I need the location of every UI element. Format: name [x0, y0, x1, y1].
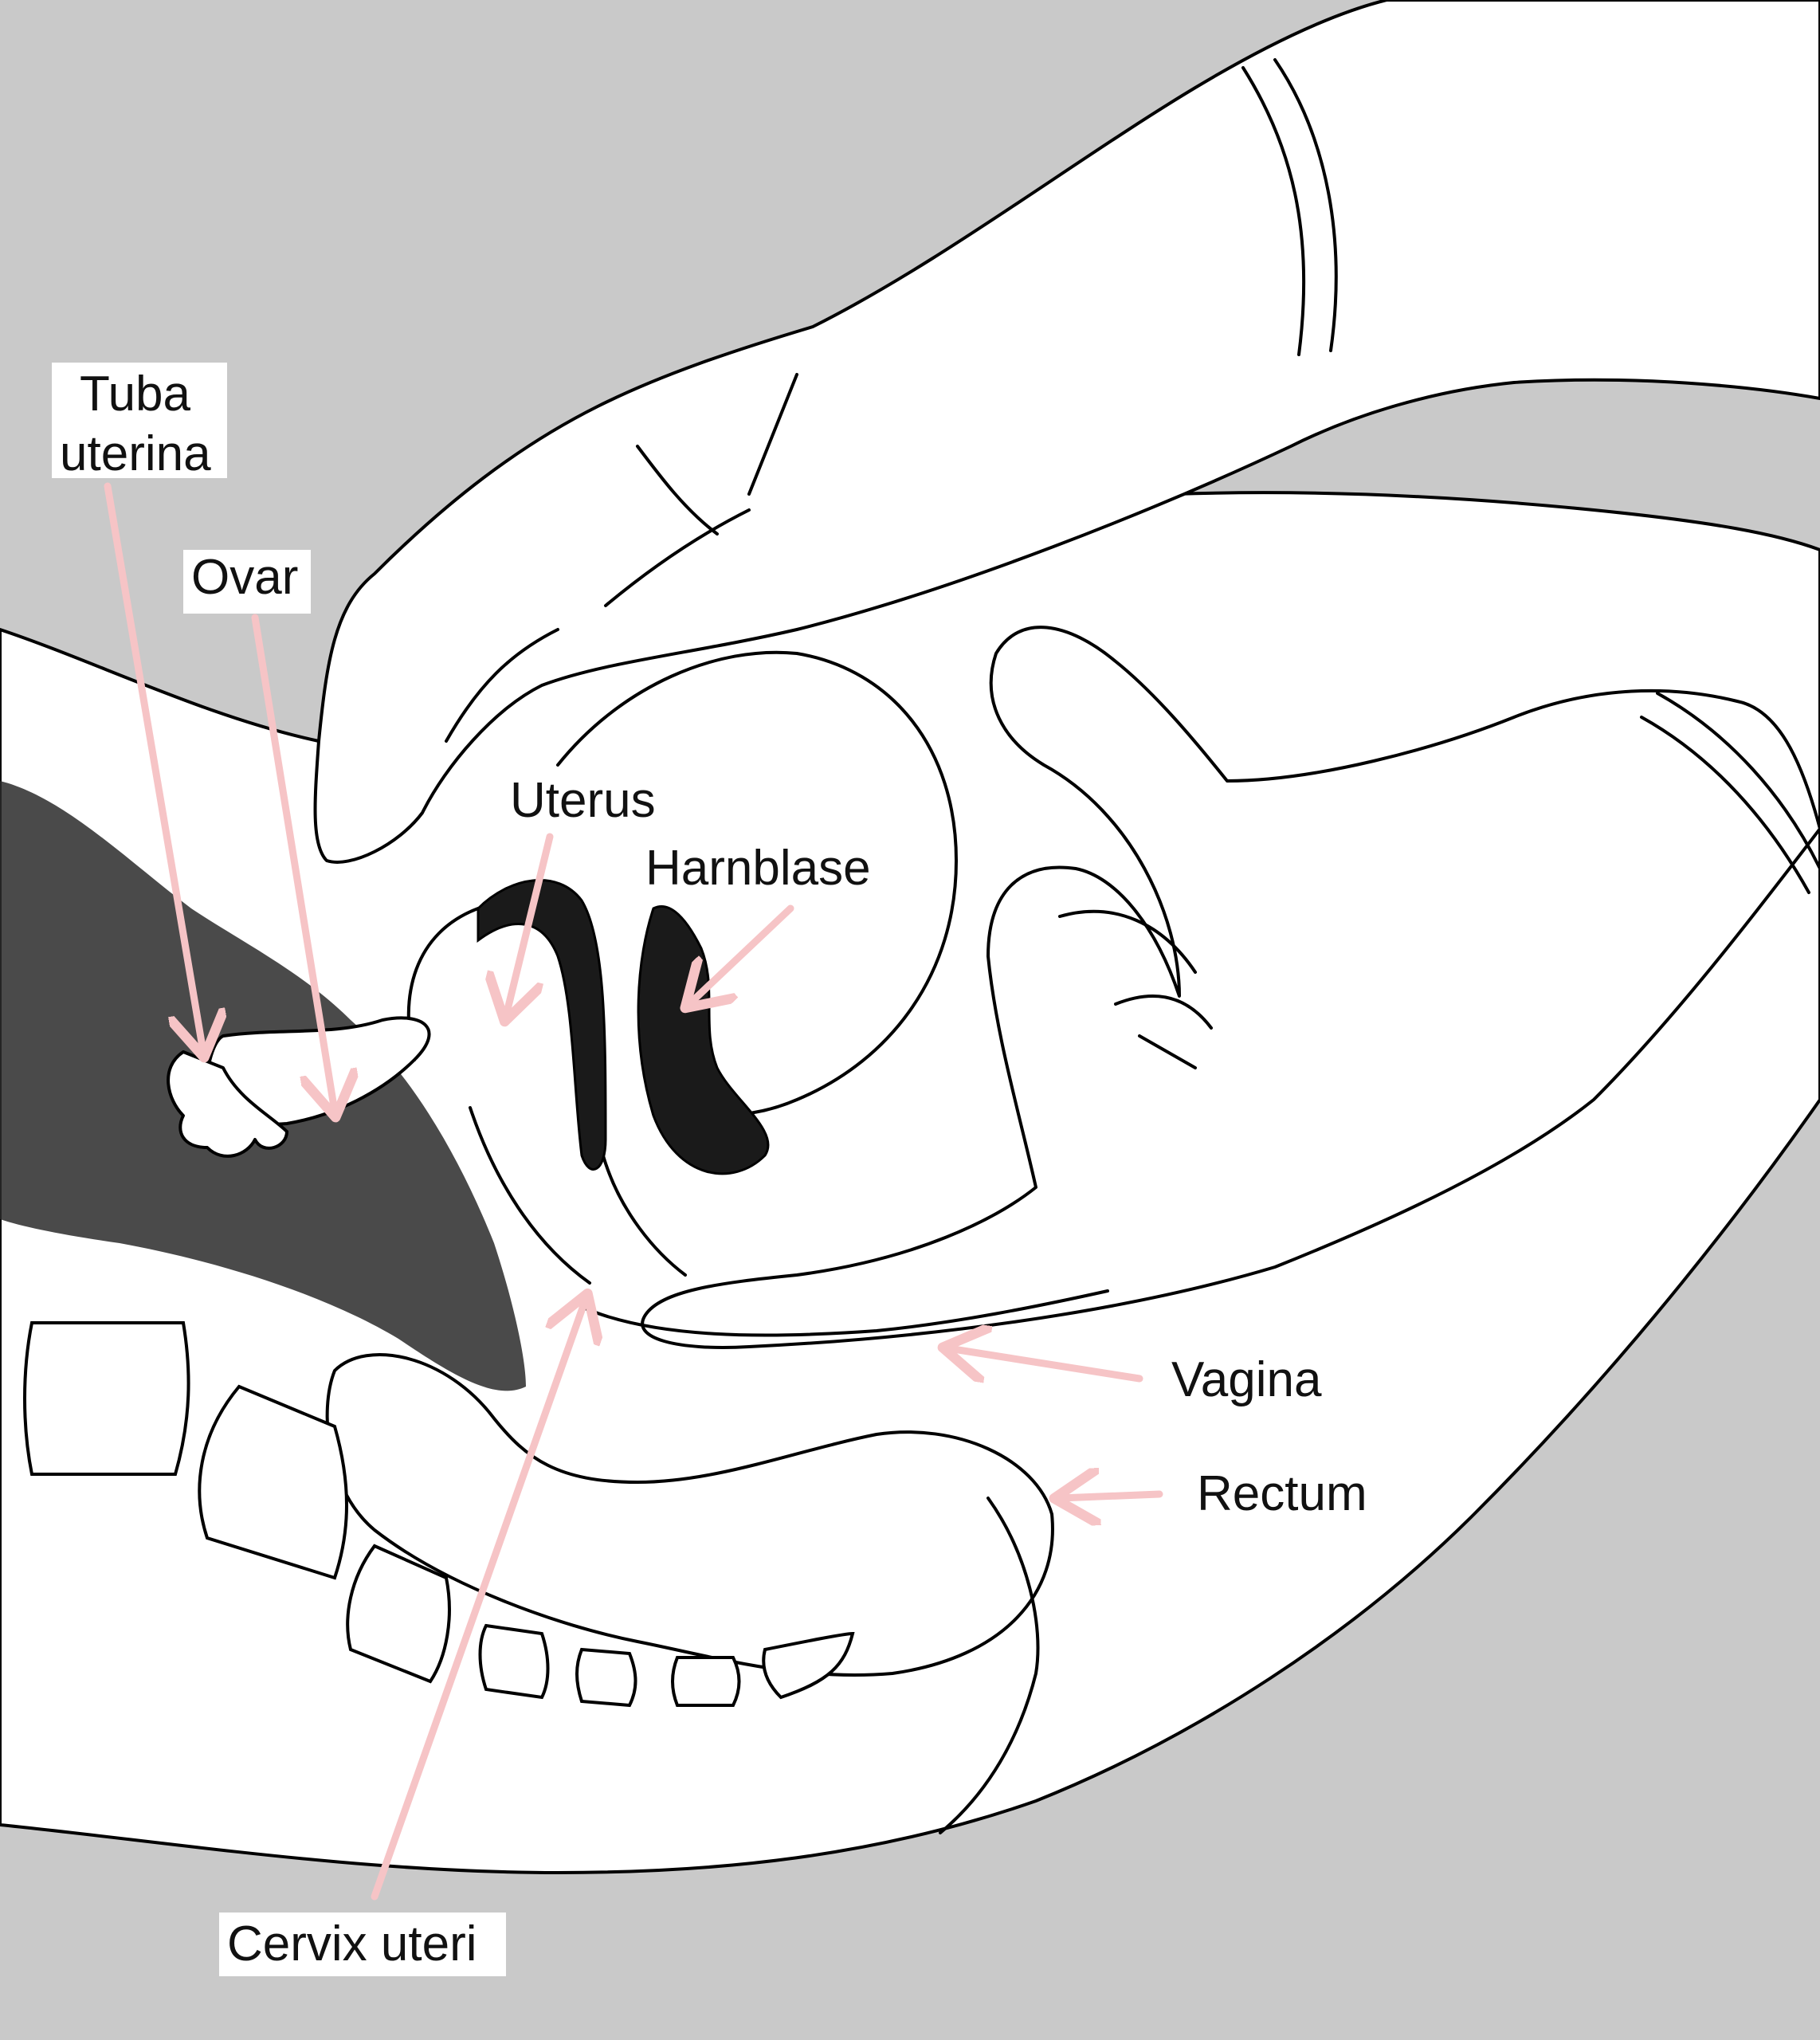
arrow-harnblase [689, 904, 794, 1004]
tube-fimbria [167, 1050, 288, 1158]
uterus-fundus-cavity [477, 879, 607, 1171]
label-cervix-uteri: Cervix uteri [227, 1916, 477, 1971]
bladder-cavity [637, 905, 770, 1175]
label-vagina: Vagina [1171, 1352, 1322, 1407]
label-tuba-line2: uterina [60, 426, 211, 481]
label-ovar: Ovar [191, 550, 298, 605]
lower-hand-finger-lines [1058, 909, 1213, 1069]
upper-hand-finger-lines [445, 373, 798, 743]
lower-glove-cuff [1640, 692, 1820, 894]
label-uterus: Uterus [510, 773, 656, 828]
label-harnblase: Harnblase [645, 841, 871, 896]
upper-hand [313, 0, 1820, 864]
label-tuba-line1: Tuba [80, 367, 191, 422]
label-rectum: Rectum [1197, 1466, 1367, 1521]
lower-hand [641, 626, 1820, 1349]
upper-glove-cuff [1241, 58, 1338, 356]
rectum [325, 1353, 1054, 1677]
annotation-arrows [104, 482, 1163, 1901]
uterine-cavity-line [469, 1106, 591, 1285]
arrow-uterus [506, 833, 554, 1016]
bladder-region [556, 650, 958, 1116]
arrow-cervix [371, 1299, 586, 1901]
arrow-tuba [104, 482, 203, 1052]
vagina-channel [580, 1289, 1109, 1337]
arrow-rectum [1060, 1494, 1163, 1498]
labels: Tuba uterina Ovar Uterus Harnblase Vagin… [52, 363, 1402, 1976]
lower-body-contour [939, 1497, 1040, 1834]
arrow-vagina [948, 1348, 1143, 1379]
arrow-ovar [251, 614, 335, 1112]
sacrum-vertebrae [23, 1321, 855, 1708]
